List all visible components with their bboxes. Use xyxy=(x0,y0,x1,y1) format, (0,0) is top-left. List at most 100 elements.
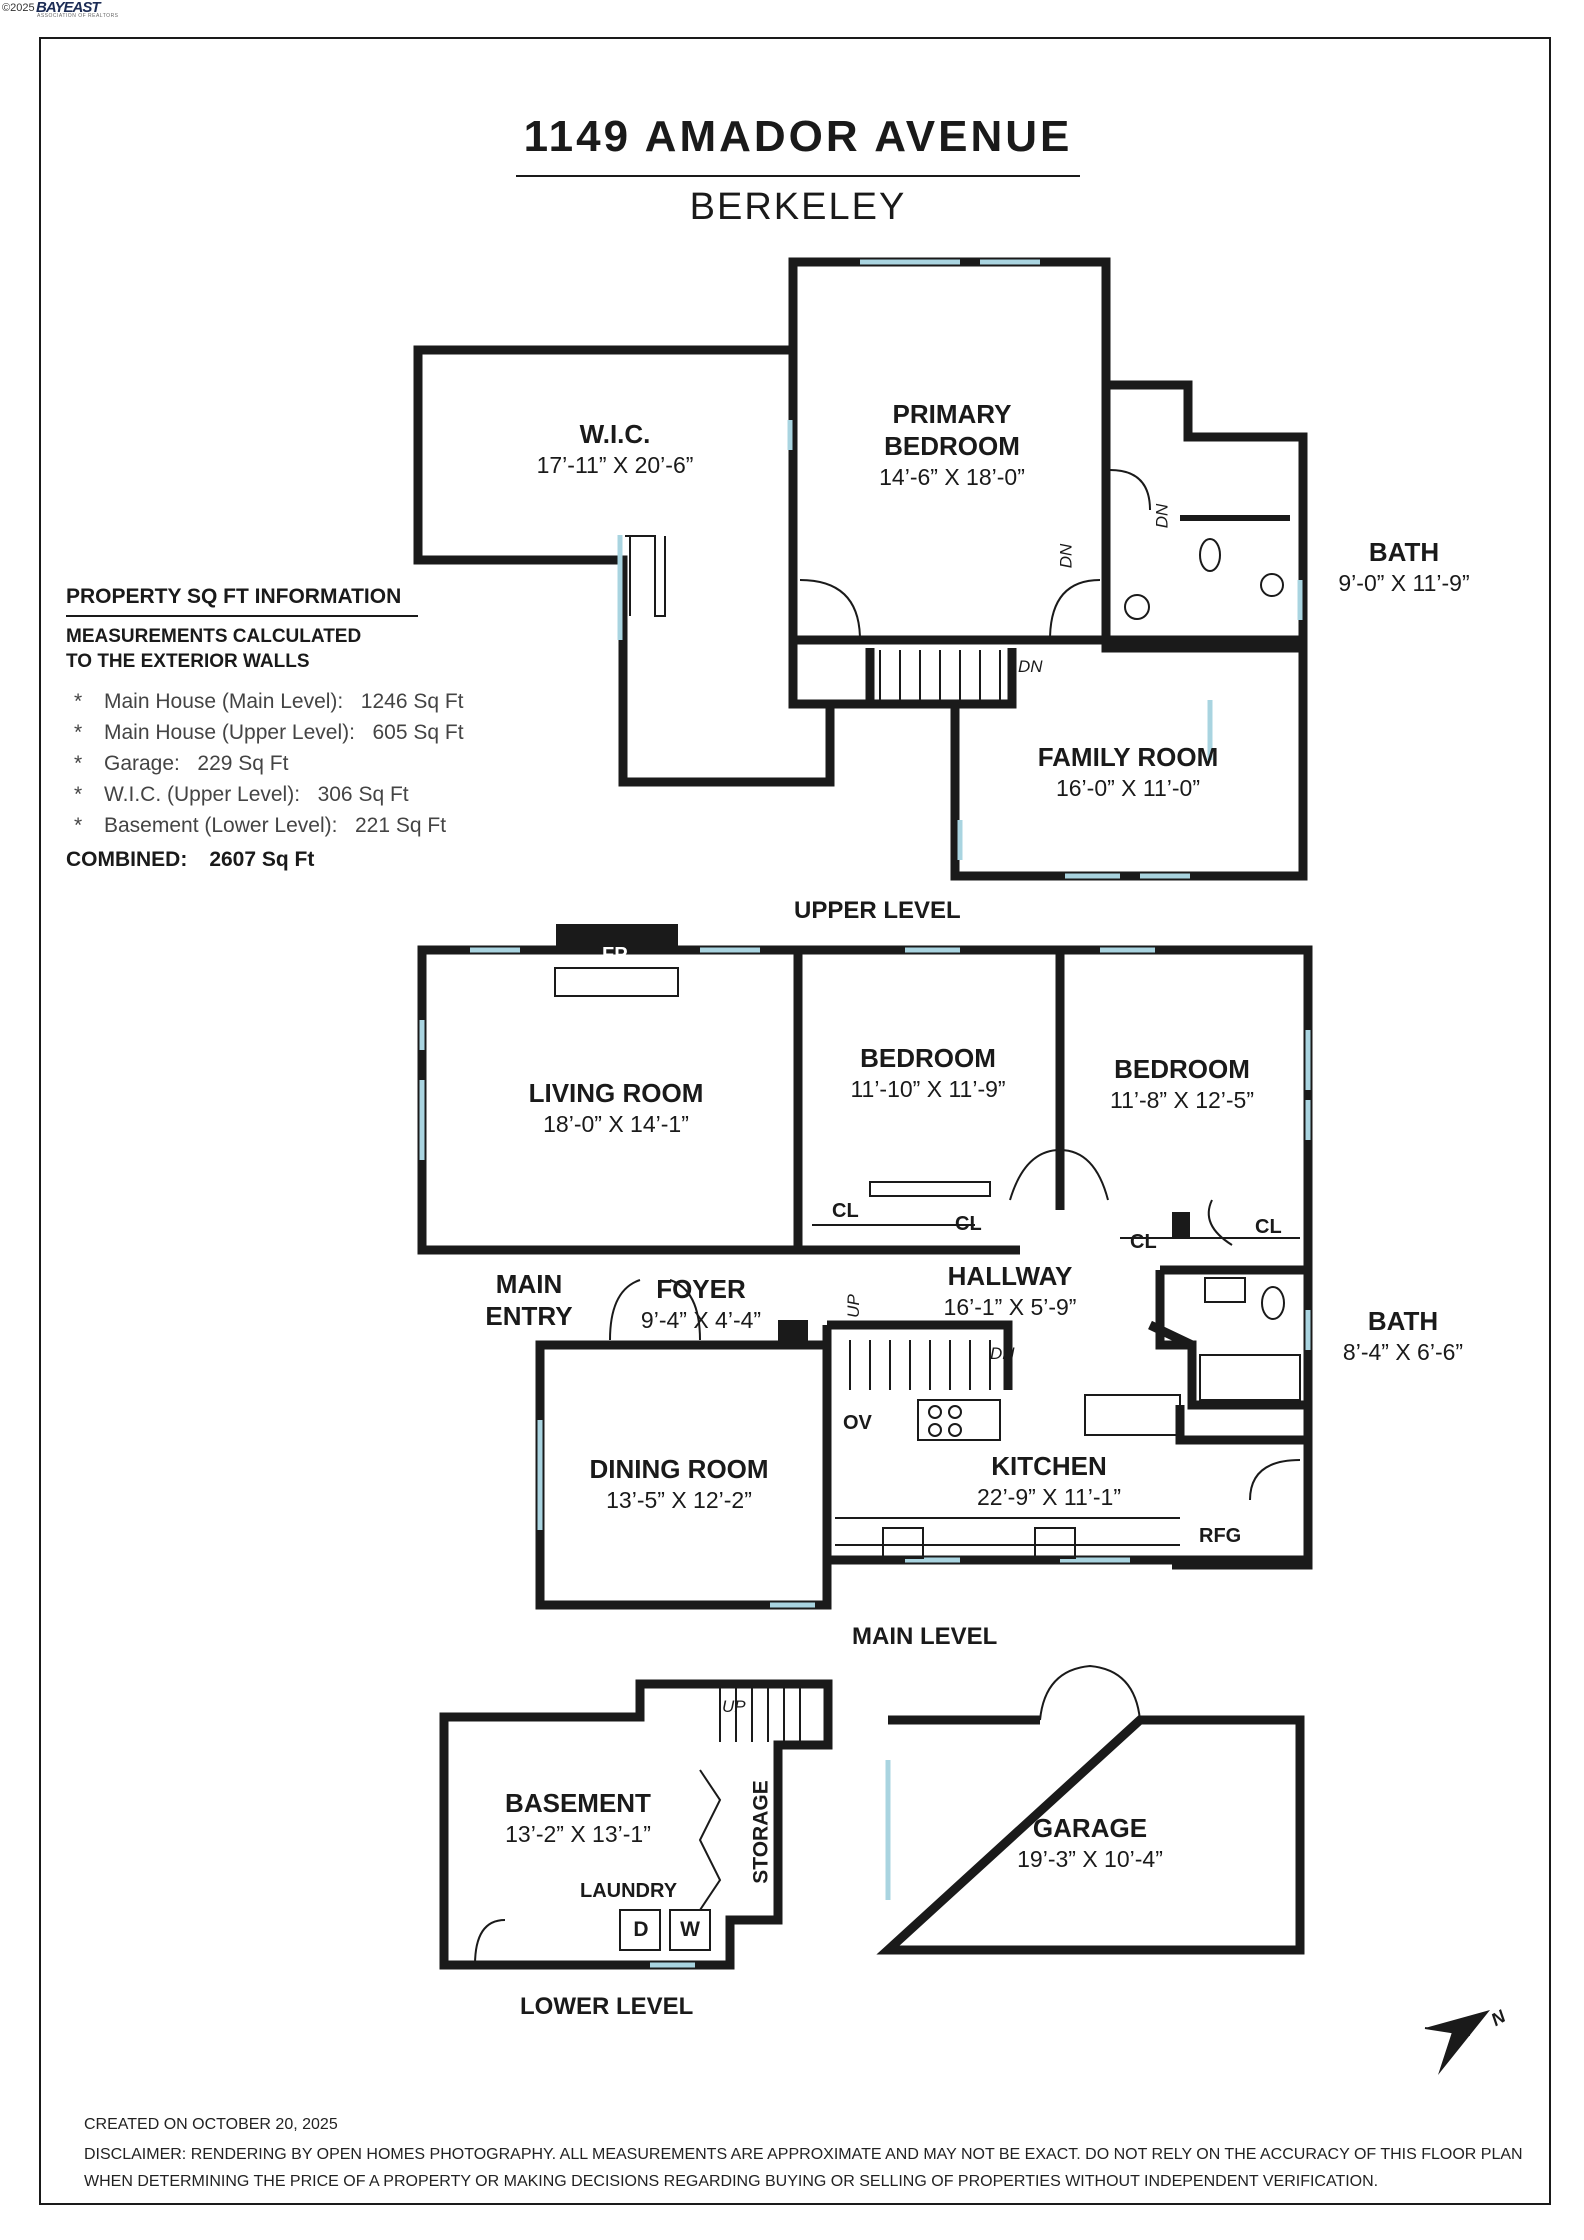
room-dims: 18’-0” X 14’-1” xyxy=(543,1111,689,1137)
wall-block xyxy=(778,1320,808,1345)
closet-lines xyxy=(812,1181,1300,1239)
stair-dn-label: DN xyxy=(990,1344,1015,1363)
sqft-note-line: TO THE EXTERIOR WALLS xyxy=(66,651,310,672)
window xyxy=(957,700,1213,879)
burner-icon xyxy=(948,1405,962,1419)
stair-walls-upper-2 xyxy=(865,648,1017,709)
closet-label: CL xyxy=(1255,1216,1282,1238)
sqft-heading-rule xyxy=(66,615,418,617)
room-name: KITCHEN xyxy=(991,1451,1107,1481)
created-date: CREATED ON OCTOBER 20, 2025 xyxy=(84,2116,338,2133)
sqft-item-label: Main House (Main Level): xyxy=(104,690,344,713)
sqft-item-label: Basement (Lower Level): xyxy=(104,814,338,837)
door-swing xyxy=(669,1279,701,1341)
stair-dn-label: DN xyxy=(1056,543,1076,569)
sqft-item-value: 229 Sq Ft xyxy=(197,752,289,775)
closet-label: CL xyxy=(1130,1231,1157,1253)
bullet-icon: * xyxy=(74,721,83,744)
room-dims: 14’-6” X 18’-0” xyxy=(879,464,1025,490)
room-bedroom-1: BEDROOM 11’-10” X 11’-9” xyxy=(850,1042,1005,1104)
sqft-item-value: 221 Sq Ft xyxy=(354,814,447,837)
door-swing xyxy=(609,1279,641,1341)
garage-walls xyxy=(876,1715,1305,1955)
stair-dn-label: DN xyxy=(1018,657,1043,676)
room-dims: 19’-3” X 10’-4” xyxy=(1017,1846,1163,1872)
sqft-item-label: Main House (Upper Level): xyxy=(104,721,355,744)
sqft-item: *W.I.C. (Upper Level): 306 Sq Ft xyxy=(74,779,464,810)
sink-icon xyxy=(1260,573,1284,597)
door-swing xyxy=(799,579,861,641)
combined-value: 2607 Sq Ft xyxy=(209,848,315,871)
bayeast-logo-tagline: ASSOCIATION OF REALTORS xyxy=(37,13,119,19)
room-dims: 16’-1” X 5’-9” xyxy=(943,1294,1077,1320)
room-name: DINING ROOM xyxy=(589,1454,769,1484)
room-dims: 11’-10” X 11’-9” xyxy=(850,1076,1006,1102)
bullet-icon: * xyxy=(74,752,83,775)
level-label-main: MAIN LEVEL xyxy=(852,1623,998,1650)
sink-icon xyxy=(1034,1527,1076,1559)
sqft-item: *Garage: 229 Sq Ft xyxy=(74,748,464,779)
room-name: BEDROOM xyxy=(884,431,1020,461)
room-name: PRIMARY xyxy=(892,399,1012,429)
room-bedroom-2: BEDROOM 11’-8” X 12’-5” xyxy=(1110,1053,1254,1115)
copyright: ©2025 xyxy=(2,2,35,14)
room-dims: 22’-9” X 11’-1” xyxy=(976,1484,1122,1510)
basement-walls xyxy=(439,1679,833,1970)
oven-label: OV xyxy=(843,1412,872,1434)
room-dims: 17’-11” X 20’-6” xyxy=(536,452,694,478)
sqft-list: * Main House (Main Level): 1246 Sq Ft * Ma… xyxy=(74,686,464,841)
combined-label: COMBINED: xyxy=(66,848,188,871)
room-name: BATH xyxy=(1368,537,1440,567)
room-dims: 9’-0” X 11’-9” xyxy=(1338,570,1470,596)
room-garage: GARAGE 19’-3” X 10’-4” xyxy=(1017,1812,1163,1874)
sqft-item: *Main House (Upper Level): 605 Sq Ft xyxy=(74,717,464,748)
main-stairs xyxy=(849,1340,991,1390)
room-primary-bedroom: PRIMARY BEDROOM 14’-6” X 18’-0” xyxy=(879,398,1025,492)
wall-block xyxy=(1172,1212,1190,1238)
door-swing xyxy=(1109,469,1151,511)
laundry-units xyxy=(619,1909,711,1951)
closet-label: CL xyxy=(955,1213,982,1235)
door-swing xyxy=(1049,579,1101,641)
room-name: GARAGE xyxy=(1032,1813,1148,1843)
room-name: BEDROOM xyxy=(1114,1054,1250,1084)
refrigerator-label: RFG xyxy=(1199,1525,1242,1547)
room-kitchen: KITCHEN 22’-9” X 11’-1” xyxy=(977,1450,1121,1512)
sqft-item-label: W.I.C. (Upper Level): xyxy=(104,783,301,806)
room-family-room: FAMILY ROOM 16’-0” X 11’-0” xyxy=(1038,741,1219,803)
level-label-upper: UPPER LEVEL xyxy=(794,897,961,924)
city-subtitle: BERKELEY xyxy=(689,186,907,228)
address-title: 1149 AMADOR AVENUE xyxy=(523,112,1073,161)
washer-label: W xyxy=(680,1918,700,1941)
room-name: HALLWAY xyxy=(947,1261,1073,1291)
wall-block xyxy=(1180,515,1290,521)
laundry-label: LAUNDRY xyxy=(580,1880,678,1902)
sink-icon xyxy=(1124,594,1150,620)
door-swing xyxy=(1207,1199,1233,1246)
room-dims: 13’-5” X 12’-2” xyxy=(606,1487,752,1513)
sqft-item-value: 1246 Sq Ft xyxy=(360,690,464,713)
stair-up-label: UP xyxy=(722,1697,746,1716)
room-name: W.I.C. xyxy=(579,419,651,449)
bullet-icon: * xyxy=(74,690,83,713)
sqft-note: MEASUREMENTS CALCULATED TO THE EXTERIOR … xyxy=(66,624,361,674)
bullet-icon: * xyxy=(74,783,83,806)
upper-stairs xyxy=(879,650,1001,702)
room-upper-bath: BATH 9’-0” X 11’-9” xyxy=(1338,536,1469,598)
bullet-icon: * xyxy=(74,814,83,837)
sqft-item: * Basement (Lower Level): 221 Sq Ft xyxy=(74,810,464,841)
sink-icon xyxy=(1204,1277,1246,1303)
room-dims: 9’-4” X 4’-4” xyxy=(640,1307,762,1333)
room-name: LIVING ROOM xyxy=(528,1078,704,1108)
room-name: BASEMENT xyxy=(505,1788,651,1818)
room-foyer: FOYER 9’-4” X 4’-4” xyxy=(641,1273,761,1335)
room-main-bath: BATH 8’-4” X 6’-6” xyxy=(1343,1305,1463,1367)
storage-door xyxy=(698,1769,722,1911)
sqft-combined: COMBINED: 2607 Sq Ft xyxy=(66,848,314,872)
storage-label: STORAGE xyxy=(749,1780,773,1884)
stair-dn-label: DN xyxy=(1152,503,1172,529)
fireplace-label: FP xyxy=(602,944,628,966)
room-name: FOYER xyxy=(656,1274,746,1304)
toilet-icon xyxy=(1199,538,1221,572)
